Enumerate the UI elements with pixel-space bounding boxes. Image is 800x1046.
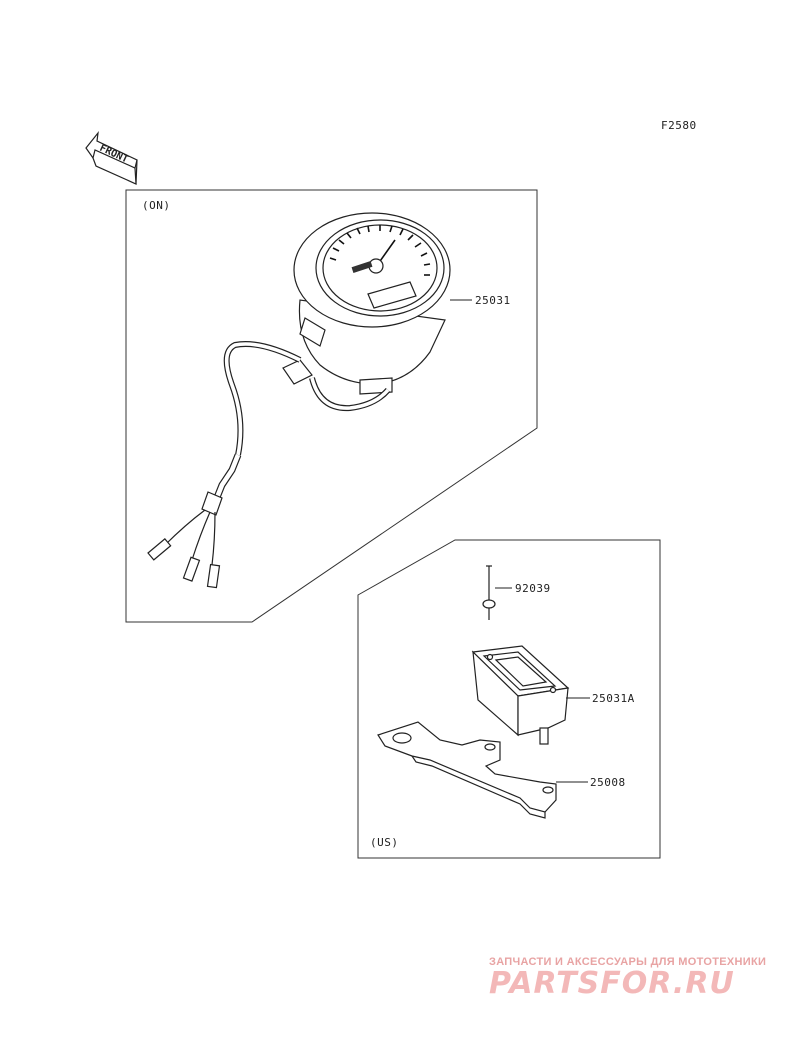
part-number-25008: 25008 <box>590 776 626 789</box>
watermark-brand: PARTSFOR.RU <box>489 966 735 1001</box>
region-label-on: (ON) <box>142 199 171 212</box>
screw-part <box>482 565 496 620</box>
bracket-part <box>377 721 557 819</box>
front-arrow-label: FRONT <box>98 143 130 166</box>
watermark-subtitle: ЗАПЧАСТИ И АКСЕССУАРЫ ДЛЯ МОТОТЕХНИКИ <box>489 956 767 968</box>
hour-meter-part <box>471 645 570 745</box>
front-arrow-icon <box>85 130 138 185</box>
figure-code: F2580 <box>661 119 697 132</box>
part-number-25031: 25031 <box>475 294 511 307</box>
part-number-25031A: 25031A <box>592 692 635 705</box>
part-number-92039: 92039 <box>515 582 551 595</box>
speedometer-part <box>147 212 451 589</box>
panel-on-frame <box>125 189 538 623</box>
region-label-us: (US) <box>370 836 399 849</box>
panel-us-frame <box>357 539 661 859</box>
